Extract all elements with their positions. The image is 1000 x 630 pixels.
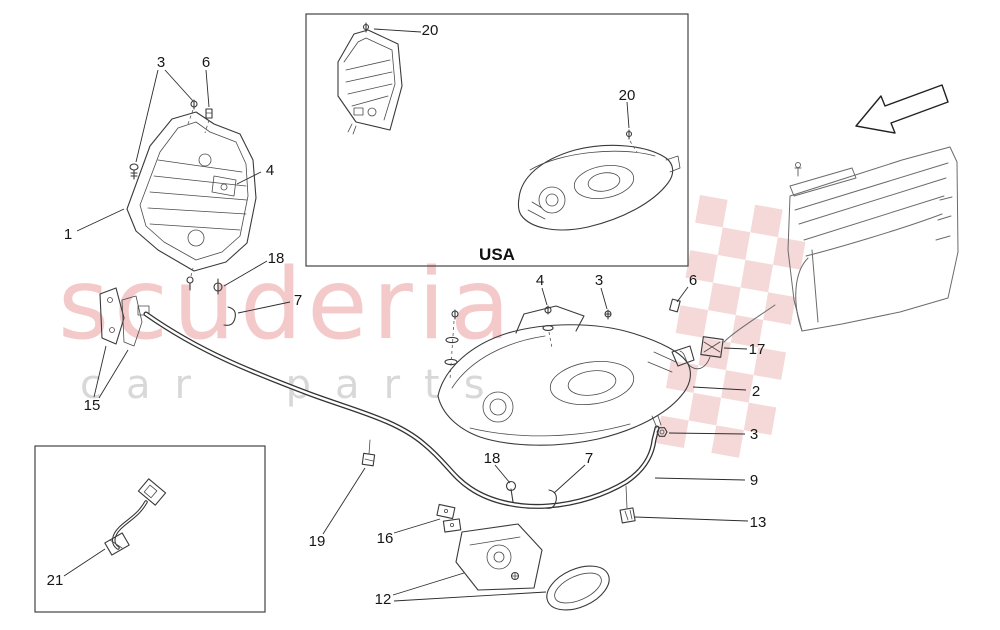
right-headlight-drawing: [437, 298, 695, 446]
callout-7-left: 7: [294, 292, 302, 309]
body-panel-drawing: [723, 146, 959, 343]
callout-2: 2: [752, 383, 760, 400]
left-headlight-drawing: [126, 99, 257, 291]
left-bracket-drawing: [99, 278, 236, 347]
covers-12-drawing: [455, 523, 610, 611]
callout-21: 21: [47, 572, 64, 589]
watermark-sub-text: car parts: [80, 362, 509, 408]
callout-6-left: 6: [202, 54, 210, 71]
harness-cable-drawing: [143, 311, 668, 524]
checkered-flag-watermark: [656, 195, 806, 458]
callout-9: 9: [750, 472, 758, 489]
callout-12: 12: [375, 591, 392, 608]
callout-1: 1: [64, 226, 72, 243]
usa-inset-box: [305, 13, 689, 267]
callout-labels: 20 20 3 6 4 1 18 7 15 4 3 6 17 2 3 9 13 …: [47, 22, 767, 608]
leader-lines: [63, 28, 749, 602]
callout-19: 19: [309, 533, 326, 550]
callout-18-left: 18: [268, 250, 285, 267]
usa-label: USA: [479, 245, 515, 264]
callout-3-nut: 3: [750, 426, 758, 443]
cable-21-drawing: [104, 478, 167, 556]
callout-3-right: 3: [595, 272, 603, 289]
callout-6-right: 6: [689, 272, 697, 289]
usa-inset-front-headlight: [517, 129, 681, 231]
callout-20-usa-rear: 20: [422, 22, 439, 39]
usa-inset-rear-headlight: [337, 22, 403, 135]
callout-13: 13: [750, 514, 767, 531]
callout-3-left: 3: [157, 54, 165, 71]
callout-17: 17: [749, 341, 766, 358]
cable-21-box: [34, 445, 266, 613]
callout-18-bottom: 18: [484, 450, 501, 467]
callout-16: 16: [377, 530, 394, 547]
callout-20-usa-front: 20: [619, 87, 636, 104]
callout-4-left: 4: [266, 162, 274, 179]
callout-7-bottom: 7: [585, 450, 593, 467]
connector-17-drawing: [679, 336, 724, 370]
watermark-brand-text: scuderia: [58, 248, 515, 362]
bracket-16-drawing: [436, 503, 462, 533]
callout-15: 15: [84, 397, 101, 414]
callout-4-right: 4: [536, 272, 544, 289]
direction-arrow-icon: [855, 84, 949, 134]
